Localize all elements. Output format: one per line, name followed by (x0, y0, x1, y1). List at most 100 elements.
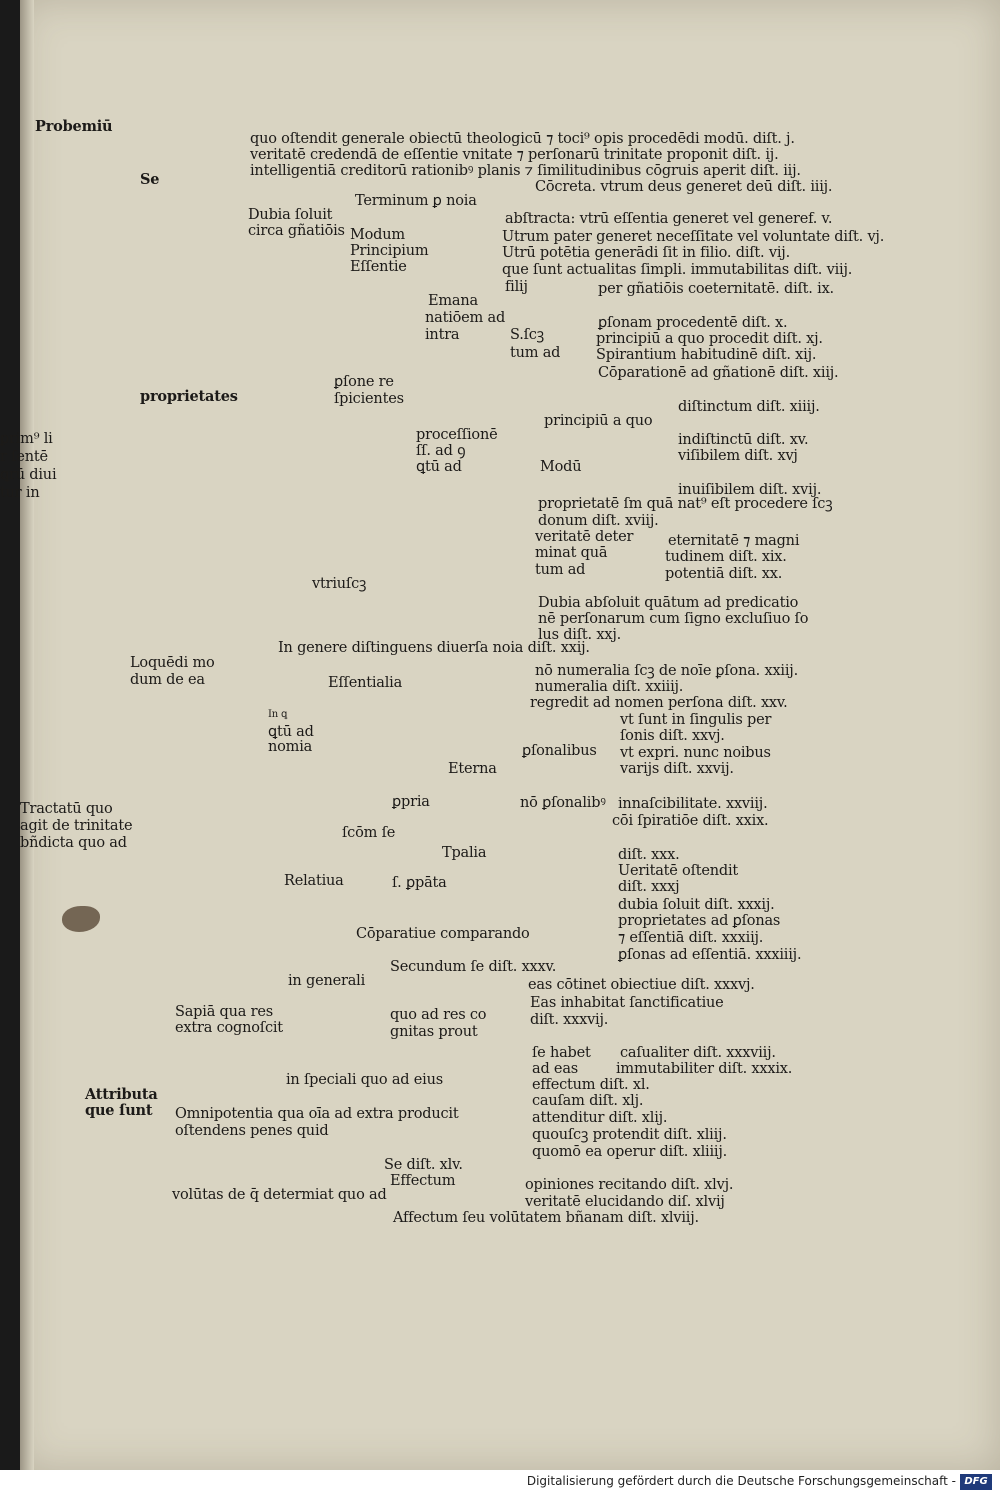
text-line: cōi ſpiratiōe diſt. xxix. (612, 813, 769, 829)
text-line: Eterna (448, 761, 497, 777)
text-line: principiū a quo (544, 413, 653, 429)
footer-bar: Digitalisierung gefördert durch die Deut… (0, 1470, 1000, 1495)
text-line: In ꝗ (268, 709, 288, 720)
text-line: Secundum ſe diſt. xxxv. (390, 959, 557, 975)
text-line: in generali (288, 973, 366, 989)
text-line: ꝑſone re (334, 374, 394, 390)
text-line: ad eas (532, 1061, 579, 1077)
text-line: regredit ad nomen perſona diſt. xxv. (530, 695, 788, 711)
text-line: Modū (540, 459, 582, 475)
text-line: diſt. xxx. (618, 847, 680, 863)
text-line: Principium (350, 243, 429, 259)
text-line: Emana (428, 293, 478, 309)
text-line: eternitatē ⁊ magni (668, 533, 800, 549)
text-line: abſtracta: vtrū eſſentia generet vel gen… (505, 211, 833, 227)
text-line: circa gñatiōis (248, 223, 345, 239)
text-line: minat quā (535, 545, 608, 561)
text-line: gnitas prout (390, 1024, 478, 1040)
text-line: ꝑſonas ad eſſentiā. xxxiiij. (618, 947, 802, 963)
text-line: ſpicientes (334, 391, 404, 407)
text-line: intelligentiā creditorū rationibꝰ planis… (250, 163, 801, 179)
text-line: cauſam diſt. xlj. (532, 1093, 644, 1109)
text-line: diſt. xxxvij. (530, 1012, 609, 1028)
text-line: immutabiliter diſt. xxxix. (616, 1061, 793, 1077)
text-line: ꝑpria (392, 794, 430, 810)
text-line: oſtendens penes quid (175, 1123, 329, 1139)
text-line: vtriuſcꝫ (312, 576, 367, 592)
text-line: que ſunt (85, 1102, 153, 1119)
text-line: Modum (350, 227, 405, 243)
text-line: ſſ. ad ꝯ (416, 443, 466, 459)
text-line: donum diſt. xviij. (538, 513, 659, 529)
text-line: Ueritatē oſtendit (618, 863, 739, 879)
text-line: attenditur diſt. xlij. (532, 1110, 668, 1126)
text-line: ⁊ eſſentiā diſt. xxxiij. (618, 930, 764, 946)
text-line: caſualiter diſt. xxxviij. (620, 1045, 776, 1061)
text-line: quomō ea operur diſt. xliiij. (532, 1144, 728, 1160)
text-line: ſe habet (532, 1045, 591, 1061)
heading-probemium: Probemiū (35, 118, 113, 135)
margin-fragment: tur in (0, 485, 40, 501)
text-line: proprietates (140, 388, 238, 405)
text-line: eas cōtinet obiectiue diſt. xxxvj. (528, 977, 755, 993)
text-line: Dubia abſoluit quātum ad predicatio (538, 595, 799, 611)
text-line: Affectum ſeu volūtatem bñanam diſt. xlvi… (393, 1210, 699, 1226)
text-line: principiū a quo procedit diſt. xj. (596, 331, 823, 347)
text-line: Tractatū quo (20, 801, 113, 817)
text-line: agit de trinitate (20, 818, 133, 834)
text-line: inuiſibilem diſt. xvij. (678, 482, 822, 498)
text-line: viſibilem diſt. xvj (678, 448, 798, 464)
text-line: Terminum ꝑ noia (355, 193, 477, 209)
text-line: quo oſtendit generale obiectū theologicū… (250, 131, 795, 147)
text-line: nō ꝑſonalibꝰ (520, 795, 606, 811)
text-line: Sapiā qua res (175, 1004, 273, 1020)
text-line: per gñatiōis coeternitatē. diſt. ix. (598, 281, 834, 297)
text-line: nō numeralia ſcꝫ de noīe ꝑſona. xxiij. (535, 663, 799, 679)
text-line: Relatiua (284, 873, 344, 889)
text-line: Tpalia (442, 845, 487, 861)
text-line: quouſcꝫ protendit diſt. xliij. (532, 1127, 727, 1143)
text-line: vt expri. nunc noibus (620, 745, 771, 761)
text-line: ꝑſonalibus (522, 743, 597, 759)
text-line: Cōparatiue comparando (356, 926, 530, 942)
text-line: nomia (268, 739, 313, 755)
text-line: Cōcreta. vtrum deus generet deū diſt. ii… (535, 179, 833, 195)
text-line: Dubia ſoluit (248, 207, 333, 223)
text-line: intra (425, 327, 460, 343)
text-line: ꝗtū ad (268, 724, 314, 740)
text-line: ꝗtū ad (416, 459, 462, 475)
margin-fragment: ꝑrim⁹ li (0, 431, 53, 447)
text-line: diſt. xxxj (618, 879, 680, 895)
ink-stain (62, 906, 100, 932)
text-line: Se diſt. xlv. (384, 1157, 463, 1173)
text-line: nē perſonarum cum ſigno excluſiuo ſo (538, 611, 809, 627)
text-line: Effectum (390, 1173, 456, 1189)
margin-fragment: ꝗrū diui (0, 467, 57, 483)
text-line: Omnipotentia qua oīa ad extra producit (175, 1106, 459, 1122)
text-line: Spirantium habitudinē diſt. xij. (596, 347, 817, 363)
text-line: Eſſentialia (328, 675, 403, 691)
text-line: ſonis diſt. xxvj. (620, 728, 725, 744)
text-line: Utrū potētia generādi ſit in filio. diſt… (502, 245, 791, 261)
text-line: filij (505, 279, 528, 295)
footer-credit: Digitalisierung gefördert durch die Deut… (526, 1474, 956, 1488)
text-line: que ſunt actualitas ſimpli. immutabilita… (502, 262, 853, 278)
text-line: Loquēdi mo (130, 655, 215, 671)
text-line: S.ſcꝫ (510, 327, 544, 343)
text-se: Se (140, 171, 160, 188)
text-line: numeralia diſt. xxiiij. (535, 679, 684, 695)
text-line: potentiā diſt. xx. (665, 566, 783, 582)
text-line: dubia ſoluit diſt. xxxij. (618, 897, 775, 913)
dfg-logo: DFG (960, 1474, 992, 1490)
text-line: opiniones recitando diſt. xlvj. (525, 1177, 734, 1193)
text-line: dum de ea (130, 672, 205, 688)
text-line: veritatē credendā de eſſentie vnitate ⁊ … (250, 147, 779, 163)
text-line: natiōem ad (425, 310, 506, 326)
text-line: proprietates ad ꝑſonas (618, 913, 781, 929)
text-line: tum ad (510, 345, 561, 361)
text-line: Eſſentie (350, 259, 407, 275)
text-line: ſcōm ſe (342, 825, 396, 841)
text-line: in ſpeciali quo ad eius (286, 1072, 443, 1088)
text-line: diſtinctum diſt. xiiij. (678, 399, 820, 415)
text-line: bñdicta quo ad (20, 835, 127, 851)
